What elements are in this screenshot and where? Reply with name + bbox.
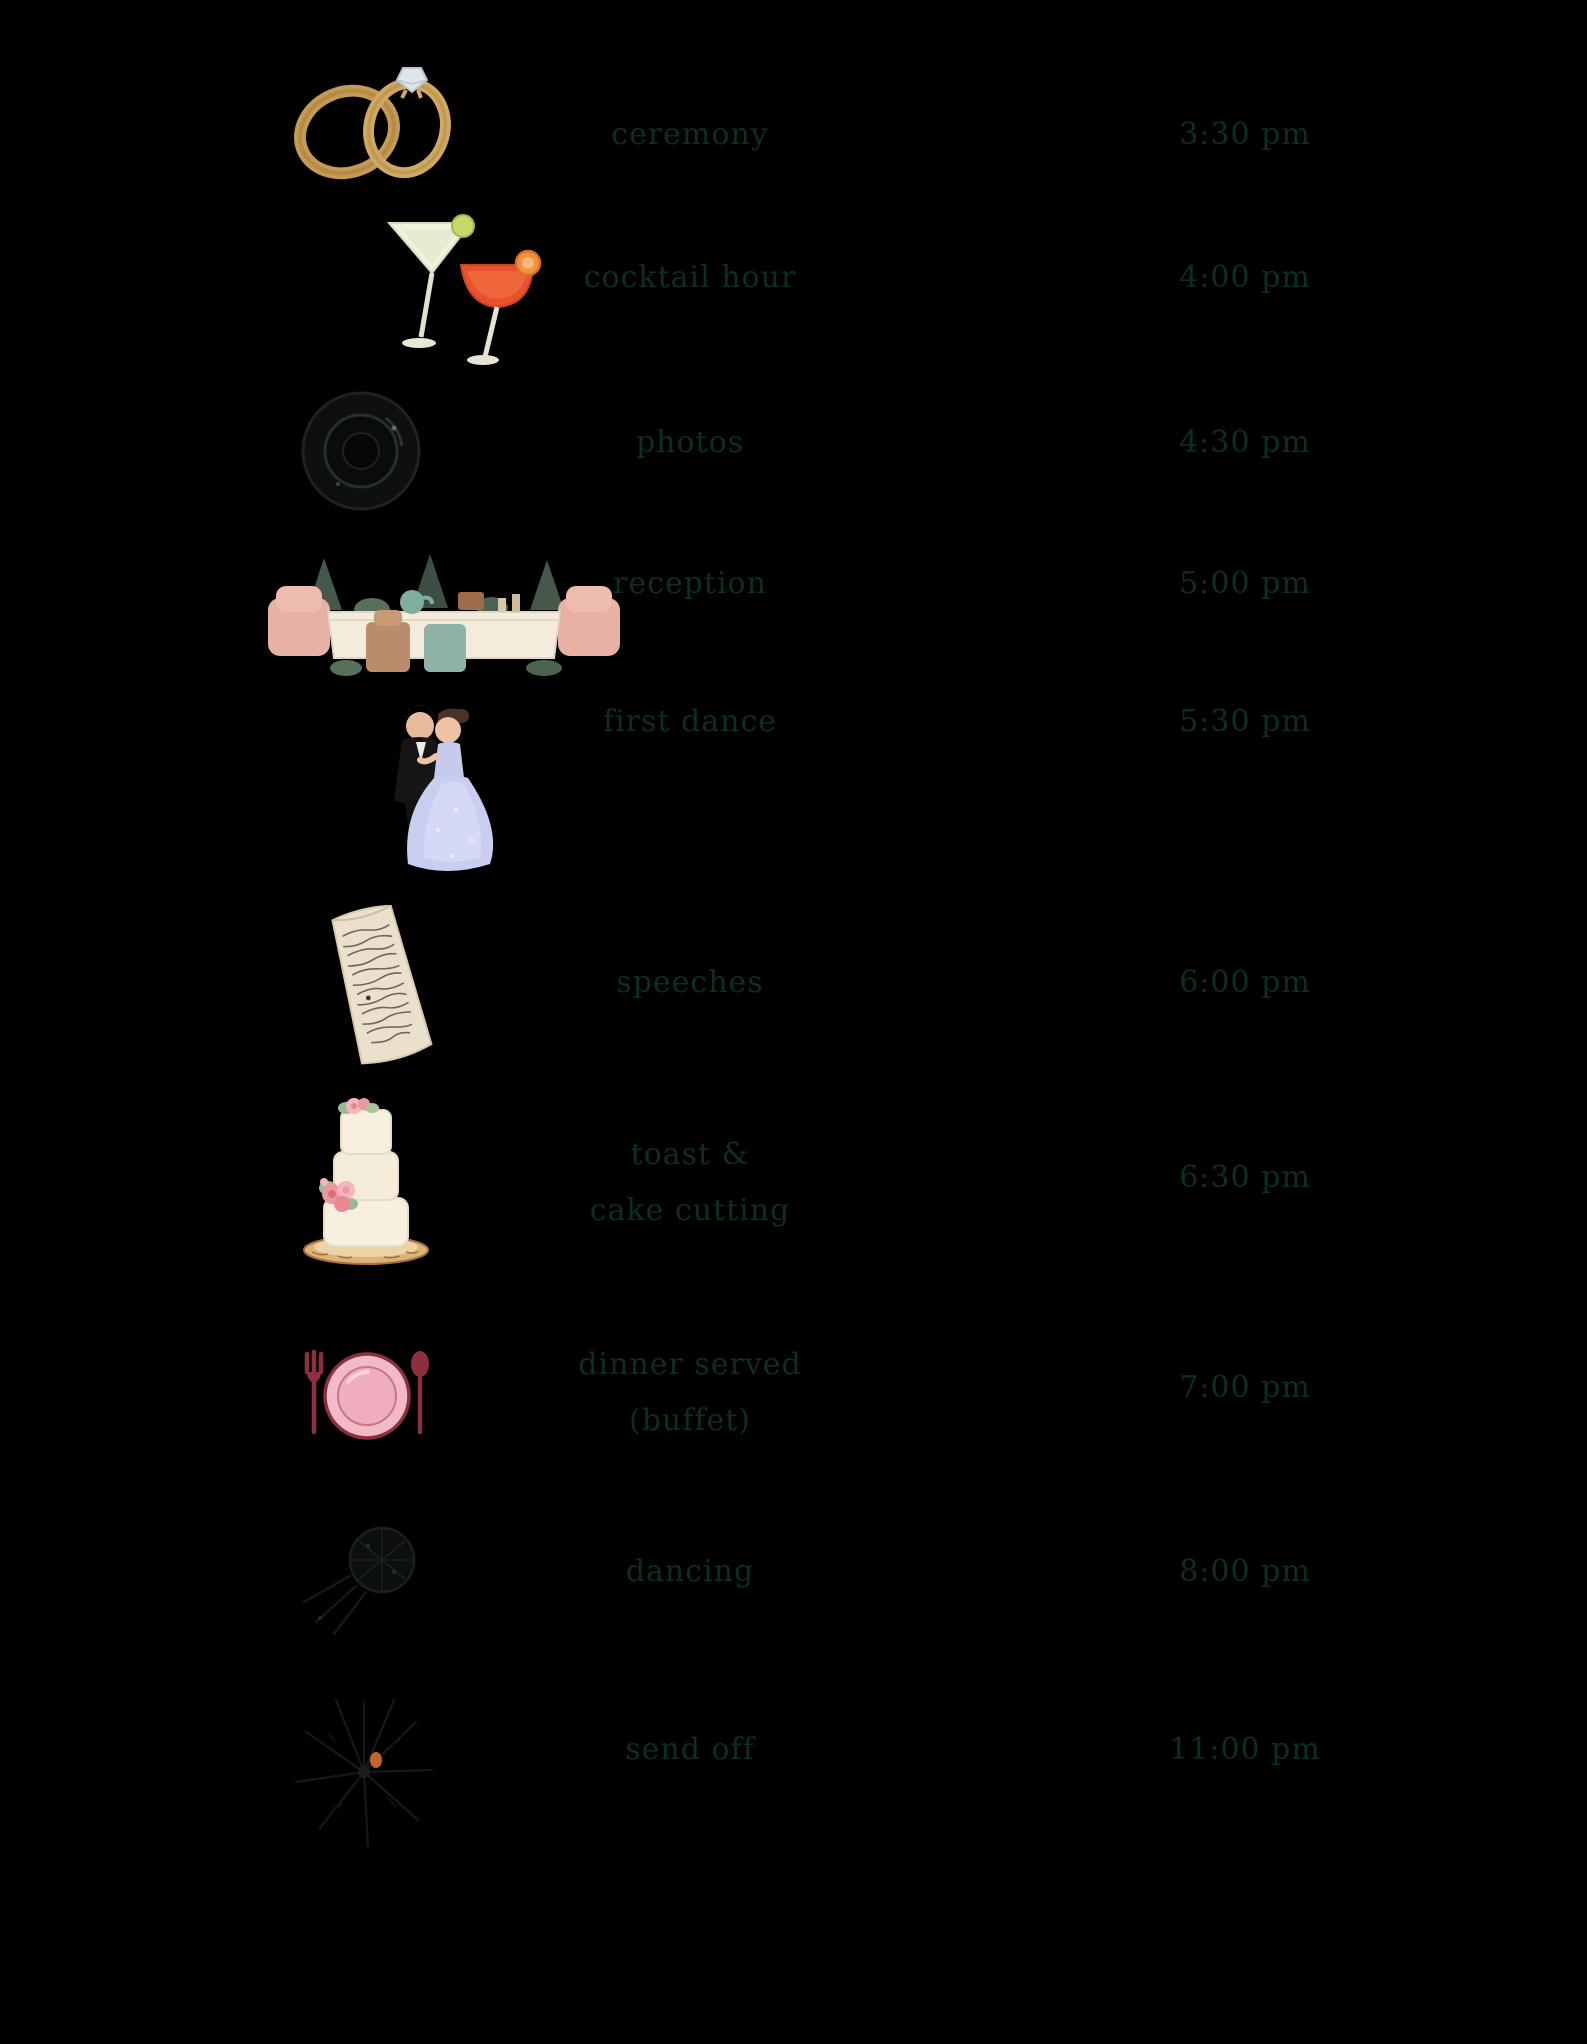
row-label: first dance [603,704,777,739]
wedding-rings-icon [285,58,475,184]
sparkler-icon [284,1686,442,1858]
cocktails-icon [375,213,561,365]
row-time: 6:00 pm [1179,965,1311,1000]
row-label: toast & [630,1137,750,1172]
row-label: ceremony [611,117,769,152]
row-label: reception [613,566,767,601]
dancing-couple-icon [316,700,552,880]
row-label: speeches [616,965,764,1000]
row-time: 5:00 pm [1179,566,1311,601]
row-time: 4:30 pm [1179,425,1311,460]
wedding-cake-icon [298,1092,434,1267]
row-label: dancing [625,1554,755,1589]
vows-scroll-icon [314,905,444,1070]
head-table-icon [262,550,626,680]
row-time: 3:30 pm [1179,117,1311,152]
row-time: 4:00 pm [1179,260,1311,295]
row-label-line2: cake cutting [589,1193,791,1228]
camera-icon [298,388,424,514]
row-time: 6:30 pm [1179,1160,1311,1195]
row-label: cocktail hour [583,260,797,295]
row-time: 8:00 pm [1179,1554,1311,1589]
row-time: 11:00 pm [1169,1732,1321,1767]
row-time: 5:30 pm [1179,704,1311,739]
disco-dancing-icon [290,1518,442,1644]
row-label: send off [625,1732,755,1767]
row-label: photos [635,425,745,460]
row-label: dinner served [578,1347,802,1382]
row-time: 7:00 pm [1179,1370,1311,1405]
row-label-line2: (buffet) [629,1403,751,1438]
place-setting-icon [296,1320,438,1468]
